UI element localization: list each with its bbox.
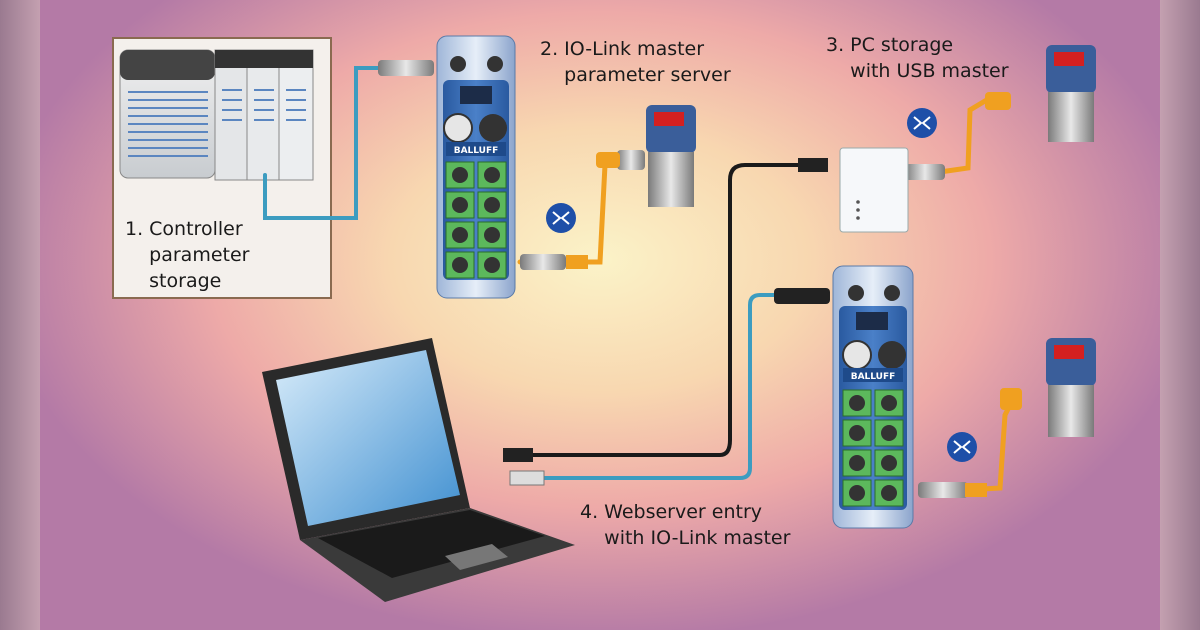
cable-usb-black [526,163,810,457]
cable-usb-master-orange [937,95,993,175]
brand-logo-2: BALLUFF [851,372,896,382]
cable-ethernet-blue [538,293,792,480]
label-controller: 1. Controller parameter storage [125,218,250,292]
right-margin [1160,0,1200,630]
diagram-svg: BALLUFF BALLUFF [112,35,1096,602]
pressure-sensor-2 [1046,45,1096,142]
label-iolink-master: 2. IO-Link master parameter server [540,38,731,86]
label-pc-storage: 3. PC storage with USB master [826,34,1009,82]
controller-panel [112,37,332,299]
iolink-symbol-icon [947,432,977,462]
iolink-symbol-icon [907,108,937,138]
laptop [262,338,575,602]
left-margin [0,0,40,630]
connectors [378,60,1022,498]
iolink-master-module-1: BALLUFF [436,35,516,299]
label-webserver: 4. Webserver entry with IO-Link master [580,501,791,549]
iolink-master-module-2: BALLUFF [832,265,914,529]
pressure-sensor-3 [1046,338,1096,437]
iolink-symbol-icon [546,203,576,233]
pressure-sensor-1 [646,105,696,207]
usb-master-box [839,147,909,233]
plc-controller [119,49,314,181]
cable-controller-to-master [263,66,382,220]
brand-logo-1: BALLUFF [454,146,499,156]
scene-background: BALLUFF BALLUFF [40,0,1160,630]
